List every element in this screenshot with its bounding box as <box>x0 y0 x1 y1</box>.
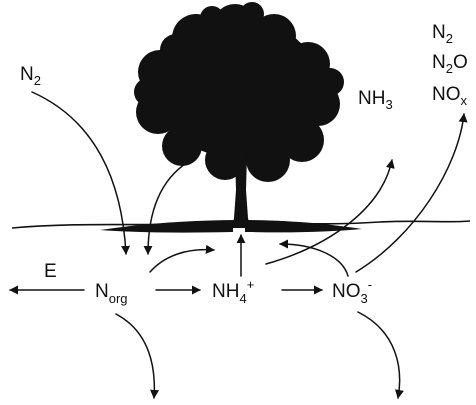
root-shadow <box>100 220 362 233</box>
arrow-volatilization <box>266 160 392 264</box>
label-n2o: N2O <box>432 52 468 76</box>
label-norg: Norg <box>95 281 128 306</box>
tree-canopy-icon <box>134 2 344 182</box>
arrow-leaching-norg <box>116 314 154 398</box>
label-nh3: NH3 <box>358 88 393 112</box>
root-gap <box>233 228 245 242</box>
label-nh4: NH4+ <box>212 277 254 306</box>
label-n2-right: N2 <box>432 22 453 46</box>
label-n2-left: N2 <box>20 64 41 88</box>
arrow-denitrification <box>356 114 464 272</box>
label-no3: NO3- <box>332 277 372 306</box>
arrow-uptake-no3 <box>280 244 348 276</box>
arrow-uptake-norg <box>150 250 214 272</box>
arrow-litter <box>148 162 188 254</box>
label-e: E <box>44 261 57 282</box>
arrow-leaching-no3 <box>358 312 400 398</box>
label-nox: NOx <box>432 84 468 108</box>
